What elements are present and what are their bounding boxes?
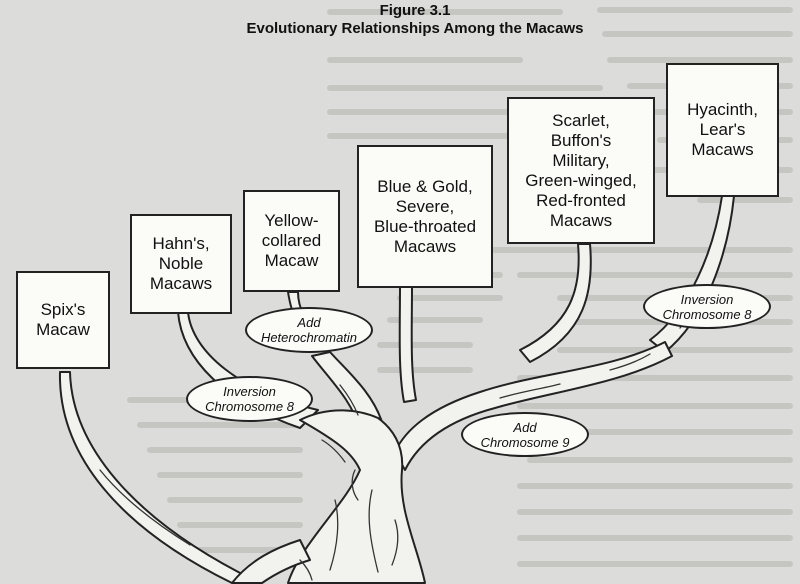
group-box-scarlet: Scarlet, Buffon's Military, Green-winged… [507,97,655,244]
trunk-base-left [231,539,311,584]
event-oval-chromosome-9: Add Chromosome 9 [461,412,589,457]
group-box-yellow-collared: Yellow- collared Macaw [243,190,340,292]
branch-hyacinth [649,195,735,353]
event-oval-inversion-right: Inversion Chromosome 8 [643,284,771,329]
branch-right-arm [394,341,673,471]
branch-scarlet [519,243,592,363]
group-box-blue-gold: Blue & Gold, Severe, Blue-throated Macaw… [357,145,493,288]
group-box-spix: Spix's Macaw [16,271,110,369]
group-box-hyacinth: Hyacinth, Lear's Macaws [666,63,779,197]
event-oval-heterochromatin: Add Heterochromatin [245,307,373,353]
figure-number: Figure 3.1 [379,2,451,19]
group-box-hahns: Hahn's, Noble Macaws [130,214,232,314]
event-oval-inversion-left: Inversion Chromosome 8 [186,376,313,422]
figure-title: Evolutionary Relationships Among the Mac… [246,20,584,37]
branch-bluegold-drop [398,285,417,403]
branch-hahns [177,311,319,429]
